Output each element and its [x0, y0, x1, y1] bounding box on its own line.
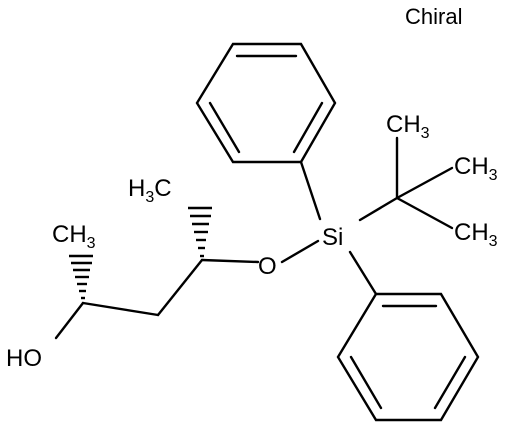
hydroxyl-label: HO — [6, 345, 42, 372]
methyl-top-label: H3C — [128, 175, 172, 206]
c4-c3-bond — [156, 258, 204, 317]
tert-butyl-group — [395, 136, 454, 230]
o-c4-bond — [200, 258, 260, 264]
phenyl-ring-lower — [336, 292, 480, 422]
chiral-label: Chiral — [405, 4, 462, 29]
si-tbu-bond — [358, 196, 399, 222]
tbu-methyl-2-label: CH3 — [454, 153, 498, 184]
si-phenyl-upper-bond — [299, 160, 322, 221]
tbu-methyl-3-label: CH3 — [454, 219, 498, 250]
hashed-wedge-c4-methyl — [188, 206, 212, 258]
phenyl-ring-upper — [195, 42, 337, 164]
c3-c2-bond — [81, 301, 160, 317]
c2-oh-bond — [54, 301, 85, 340]
tbu-methyl-1-label: CH3 — [386, 111, 430, 142]
ether-oxygen-label: O — [258, 253, 277, 280]
o-si-bond — [280, 239, 320, 264]
si-phenyl-lower-bond — [348, 250, 378, 296]
silicon-label: Si — [322, 224, 343, 251]
methyl-upper-left-label: CH3 — [52, 221, 96, 252]
hashed-wedge-c2-methyl — [69, 254, 93, 300]
